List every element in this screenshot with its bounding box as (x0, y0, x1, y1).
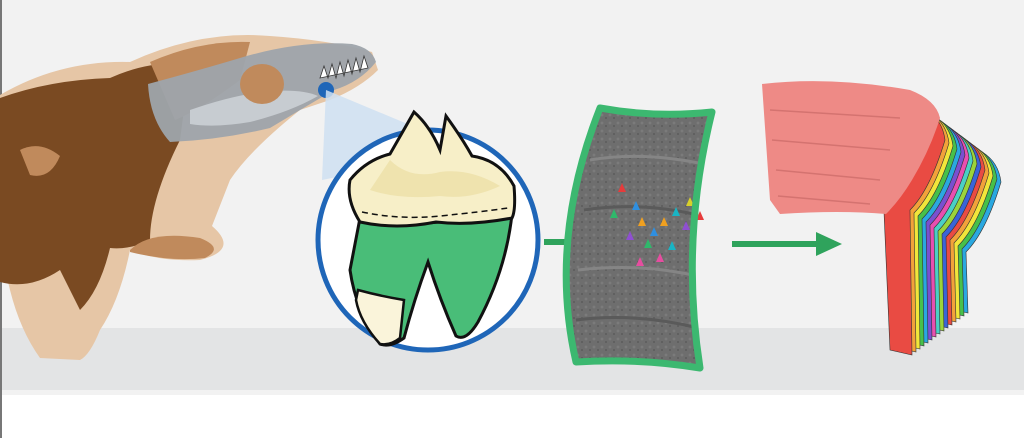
crown-shading (370, 160, 500, 198)
volume-front-face (762, 81, 940, 214)
layer-marker (686, 197, 694, 206)
molar-tooth-icon (315, 109, 541, 353)
layer-marker (644, 239, 652, 248)
cemento-enamel-line (361, 207, 509, 219)
layer-marker (638, 217, 646, 226)
tooth-crown (347, 109, 517, 228)
layer-marker (696, 211, 704, 220)
layer-marker (610, 209, 618, 218)
layer-marker (636, 257, 644, 266)
layer-marker (618, 183, 626, 192)
layer-marker (672, 207, 680, 216)
section-frame (562, 104, 716, 372)
root-tip (354, 288, 406, 346)
layer-marker (668, 241, 676, 250)
layer-marker (650, 227, 658, 236)
orbit (240, 64, 284, 104)
section-image (566, 108, 712, 368)
arrow-right-icon (732, 232, 842, 256)
segmented-3d-volume-icon (762, 81, 1002, 356)
layer-marker (660, 217, 668, 226)
mammal-forerunner-icon (0, 35, 378, 360)
layer-marker (682, 221, 690, 230)
layer-marker (632, 201, 640, 210)
ground-band (0, 328, 1024, 390)
layer-marker (626, 231, 634, 240)
teeth-row (319, 54, 369, 80)
layer-marker (656, 253, 664, 262)
volume-face-texture (769, 109, 901, 205)
layer-markers (610, 183, 704, 266)
